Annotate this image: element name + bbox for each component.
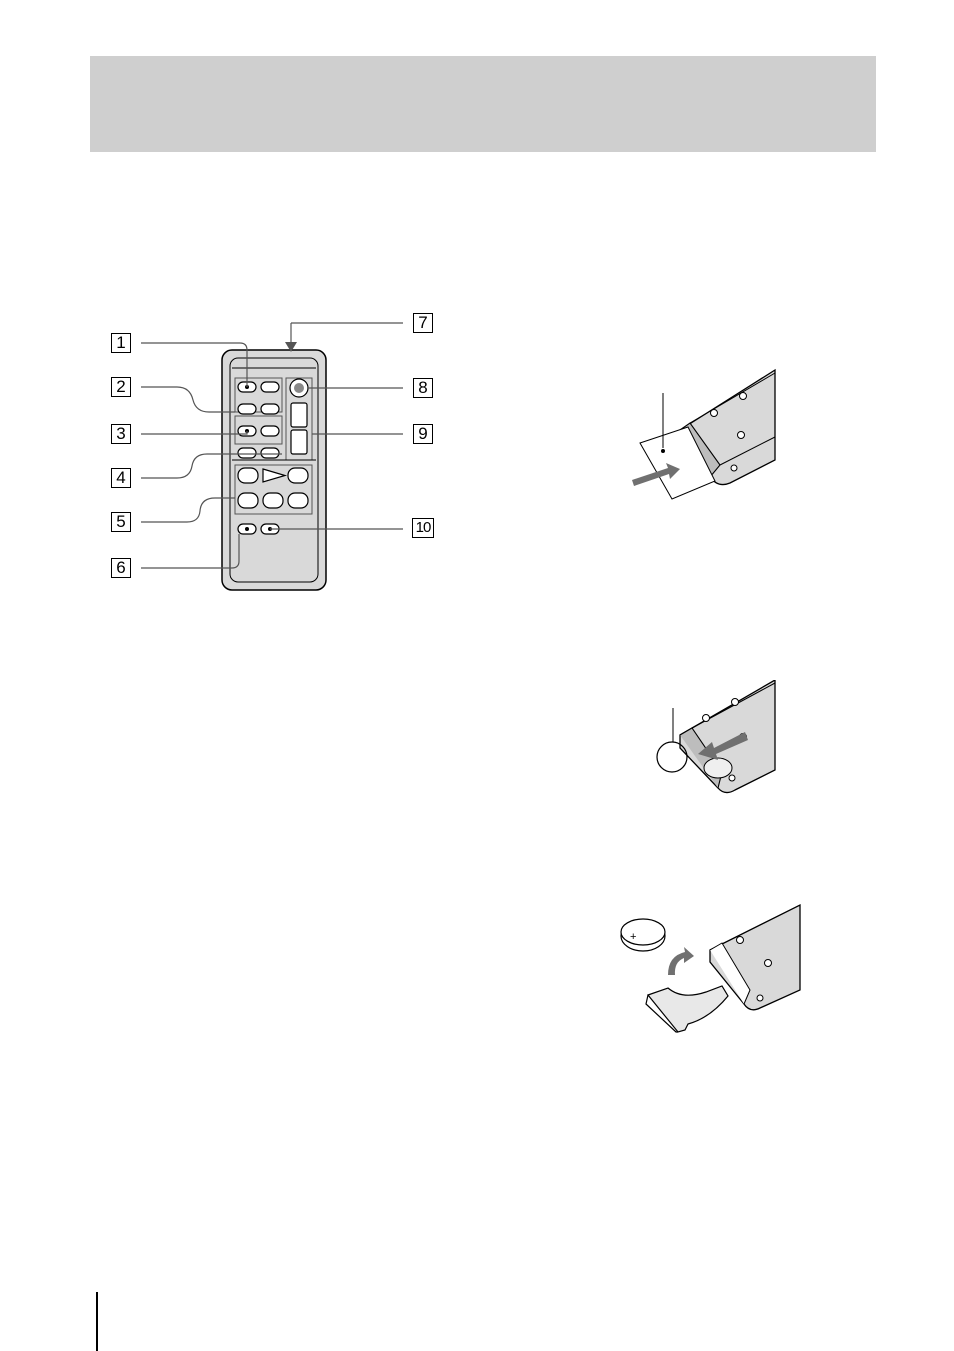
remote-button [261, 426, 279, 436]
callout-5: 5 [111, 512, 131, 532]
callout-8: 8 [413, 378, 433, 398]
callout-10: 10 [412, 518, 434, 538]
remote-button [261, 382, 279, 392]
remove-insulation-sheet-illustration [610, 365, 790, 515]
remote-button [238, 468, 258, 483]
remote-button [238, 448, 256, 458]
callout-1: 1 [111, 333, 131, 353]
remove-battery-arrow-icon [668, 947, 694, 975]
remote-button [238, 493, 258, 508]
callout-2: 2 [111, 377, 131, 397]
remote-button [238, 404, 256, 414]
callout-9: 9 [413, 424, 433, 444]
tab-highlight-circle [657, 742, 687, 772]
battery-holder [648, 986, 728, 1032]
section-header-band [90, 56, 876, 152]
remote-zoom-button-t [291, 403, 307, 427]
callout-3: 3 [111, 424, 131, 444]
battery-plus-mark: + [630, 931, 636, 943]
callout-6: 6 [111, 558, 131, 578]
callout-4: 4 [111, 468, 131, 488]
remote-button [261, 448, 279, 458]
remote-zoom-button-w [291, 430, 307, 454]
replace-lithium-battery-illustration: + [610, 900, 805, 1040]
remote-button [263, 493, 283, 508]
callout-7: 7 [413, 313, 433, 333]
remote-commander-diagram [95, 300, 455, 600]
remote-button [261, 404, 279, 414]
remote-button [288, 493, 308, 508]
push-battery-holder-tab-illustration [640, 680, 790, 810]
remote-button [288, 468, 308, 483]
margin-rule [96, 1292, 98, 1351]
